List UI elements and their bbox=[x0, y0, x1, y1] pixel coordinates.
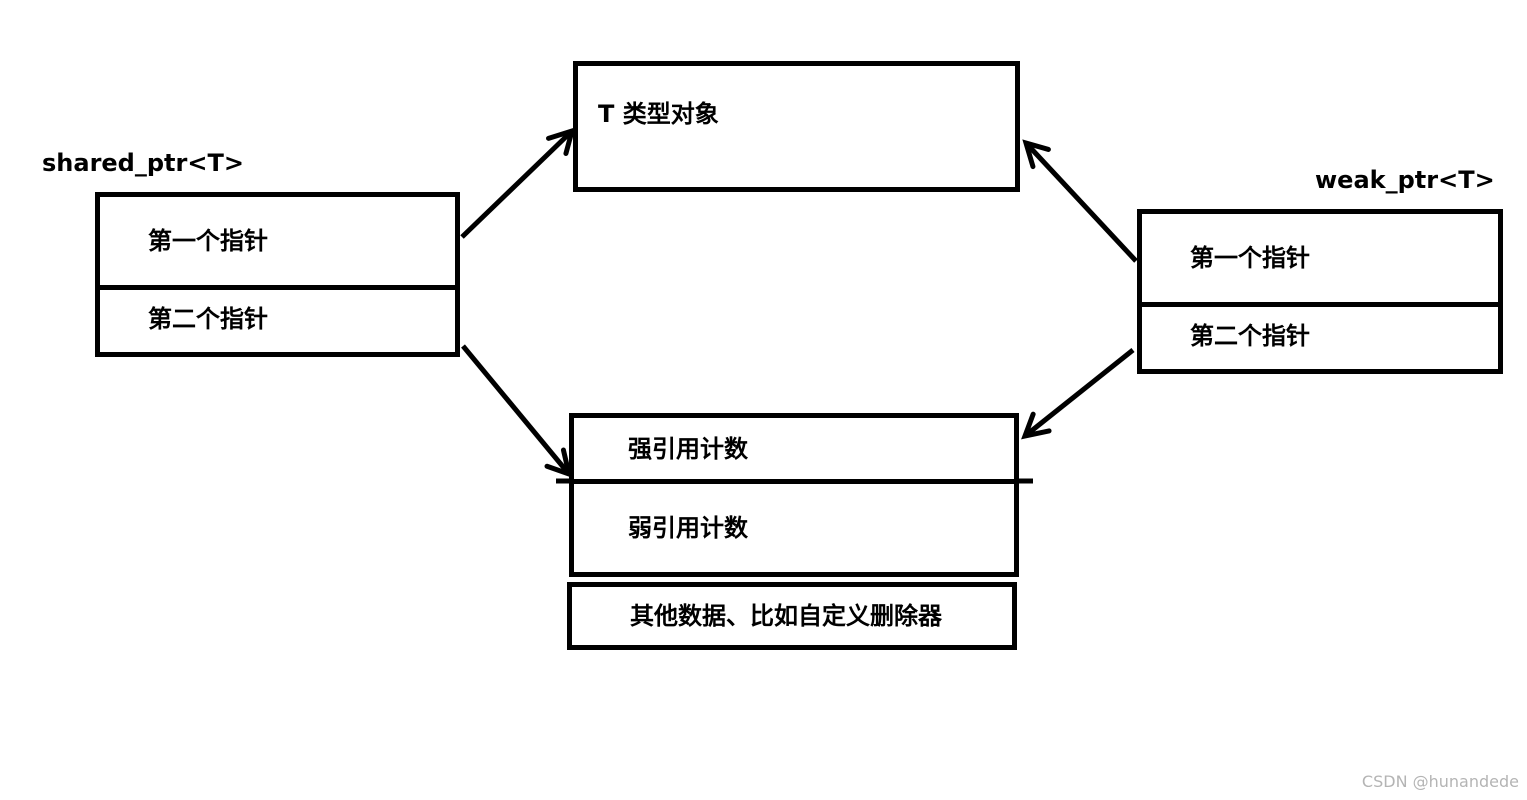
extra-data-box: 其他数据、比如自定义删除器 bbox=[567, 582, 1017, 650]
extra-data-label: 其他数据、比如自定义删除器 bbox=[630, 602, 942, 630]
weak-ptr-first-pointer-label: 第一个指针 bbox=[1190, 244, 1310, 272]
control-block-row-weak-count: 弱引用计数 bbox=[574, 479, 1014, 572]
arrow-weak-to-object-icon bbox=[1022, 139, 1138, 263]
arrow-weak-to-control-block-icon bbox=[1021, 348, 1135, 440]
t-object-box: T 类型对象 bbox=[573, 61, 1020, 192]
control-block-box: 强引用计数 弱引用计数 bbox=[569, 413, 1019, 577]
shared-ptr-title: shared_ptr<T> bbox=[42, 149, 244, 177]
shared-ptr-row-second-pointer: 第二个指针 bbox=[100, 285, 455, 347]
shared-ptr-box: 第一个指针 第二个指针 bbox=[95, 192, 460, 357]
shared-ptr-row-first-pointer: 第一个指针 bbox=[100, 197, 455, 285]
weak-ptr-row-second-pointer: 第二个指针 bbox=[1142, 302, 1498, 364]
weak-ptr-box: 第一个指针 第二个指针 bbox=[1137, 209, 1503, 374]
shared-ptr-second-pointer-label: 第二个指针 bbox=[148, 304, 268, 333]
weak-ref-count-label: 弱引用计数 bbox=[628, 514, 748, 542]
weak-ptr-title: weak_ptr<T> bbox=[1315, 166, 1495, 194]
shared-ptr-first-pointer-label: 第一个指针 bbox=[148, 227, 268, 255]
control-block-row-strong-count: 强引用计数 bbox=[574, 418, 1014, 479]
extra-data-row: 其他数据、比如自定义删除器 bbox=[572, 587, 1012, 645]
arrow-shared-to-object-icon bbox=[460, 127, 576, 239]
strong-ref-count-label: 强引用计数 bbox=[628, 434, 748, 463]
t-object-box-label: T 类型对象 bbox=[598, 100, 719, 128]
csdn-watermark: CSDN @hunandede bbox=[1361, 772, 1519, 791]
weak-ptr-second-pointer-label: 第二个指针 bbox=[1190, 321, 1310, 350]
weak-ptr-row-first-pointer: 第一个指针 bbox=[1142, 214, 1498, 302]
arrow-shared-to-control-block-icon bbox=[461, 344, 573, 478]
